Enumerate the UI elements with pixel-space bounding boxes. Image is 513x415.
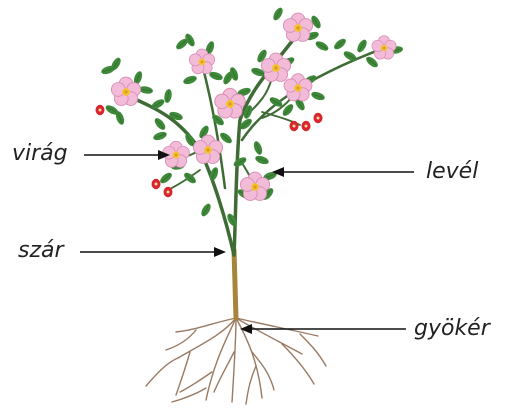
roots — [146, 318, 326, 404]
rosehip-bud-icon — [314, 113, 323, 123]
rosehip-bud-icon — [164, 187, 173, 197]
rosehip-bud-icon — [302, 121, 311, 131]
rosehip-bud-icon — [152, 179, 161, 189]
root-label: gyökér — [414, 318, 490, 340]
stem-label: szár — [18, 240, 64, 262]
rosehip-bud-icon — [290, 121, 299, 131]
root-arrowhead — [240, 324, 252, 334]
rose-flower-icon — [261, 53, 290, 81]
stem-arrowhead — [214, 247, 226, 257]
rose-flower-icon — [372, 36, 396, 59]
rose-flower-icon — [283, 13, 312, 41]
flower-label: virág — [12, 143, 68, 165]
rosehip-bud-icon — [96, 105, 105, 115]
leaf-label: levél — [426, 161, 478, 183]
